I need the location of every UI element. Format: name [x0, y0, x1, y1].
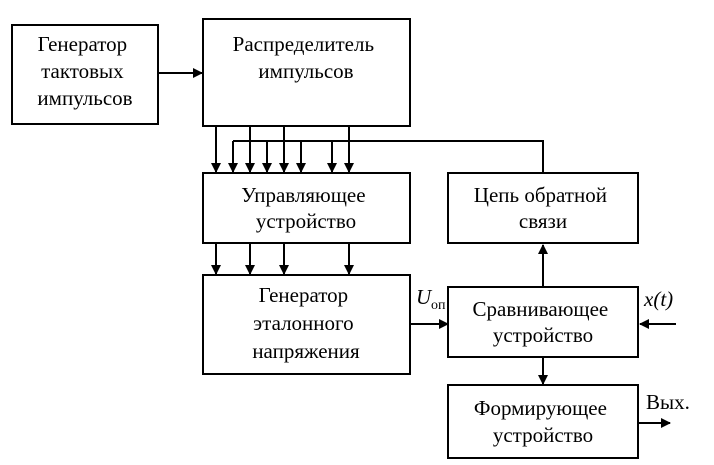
svg-text:Управляющее устройство: Управляющее устройство	[241, 183, 371, 233]
comparator-block: Сравнивающее устройство	[447, 286, 639, 358]
connections	[158, 68, 676, 428]
pulse-distributor-block: Распределитель импульсов	[202, 18, 411, 127]
feedback-bus	[233, 140, 544, 172]
pulse-distributor-line-2: импульсов	[258, 59, 353, 83]
control-unit-line-2: устройство	[256, 209, 356, 233]
pulse-distributor-line-1: Распределитель	[233, 32, 374, 56]
shaper-line-2: устройство	[493, 423, 593, 447]
clock-generator-line-3: импульсов	[37, 86, 132, 110]
reference-voltage-subscript: оп	[431, 298, 446, 313]
clock-generator-line-1: Генератор	[38, 32, 128, 56]
svg-text:Формирующее устройство: Формирующее устройство	[474, 396, 612, 447]
svg-text:Сравнивающее устройство: Сравнивающее устройство	[473, 297, 614, 347]
clock-generator-line-2: тактовых	[41, 59, 124, 83]
shaper-block: Формирующее устройство	[447, 384, 639, 459]
reference-generator-line-3: напряжения	[252, 339, 360, 363]
control-unit-block: Управляющее устройство	[202, 172, 411, 244]
feedback-circuit-line-2: связи	[519, 209, 567, 233]
svg-text:Генератор тактовых: Генератор тактовых импульсов	[37, 32, 132, 110]
comparator-line-2: устройство	[493, 323, 593, 347]
shaper-line-1: Формирующее	[474, 396, 607, 420]
svg-text:Распределитель импульсов: Распределитель импульсов	[233, 32, 380, 83]
reference-generator-line-1: Генератор	[259, 283, 349, 307]
svg-text:Генератор эталонного: Генератор эталонного напряжения	[252, 283, 360, 363]
comparator-line-1: Сравнивающее	[473, 297, 609, 321]
reference-generator-line-2: эталонного	[253, 311, 354, 335]
feedback-circuit-block: Цепь обратной связи	[447, 172, 639, 244]
feedback-circuit-line-1: Цепь обратной	[474, 183, 607, 207]
clock-generator-block: Генератор тактовых импульсов	[11, 24, 159, 125]
input-signal-label: x(t)	[643, 287, 673, 311]
svg-text:Цепь обратной связи: Цепь обратной связи	[474, 183, 612, 233]
output-label: Вых.	[646, 390, 690, 414]
control-unit-line-1: Управляющее	[241, 183, 365, 207]
reference-voltage-symbol: U	[416, 285, 433, 309]
reference-generator-block: Генератор эталонного напряжения	[202, 274, 411, 375]
